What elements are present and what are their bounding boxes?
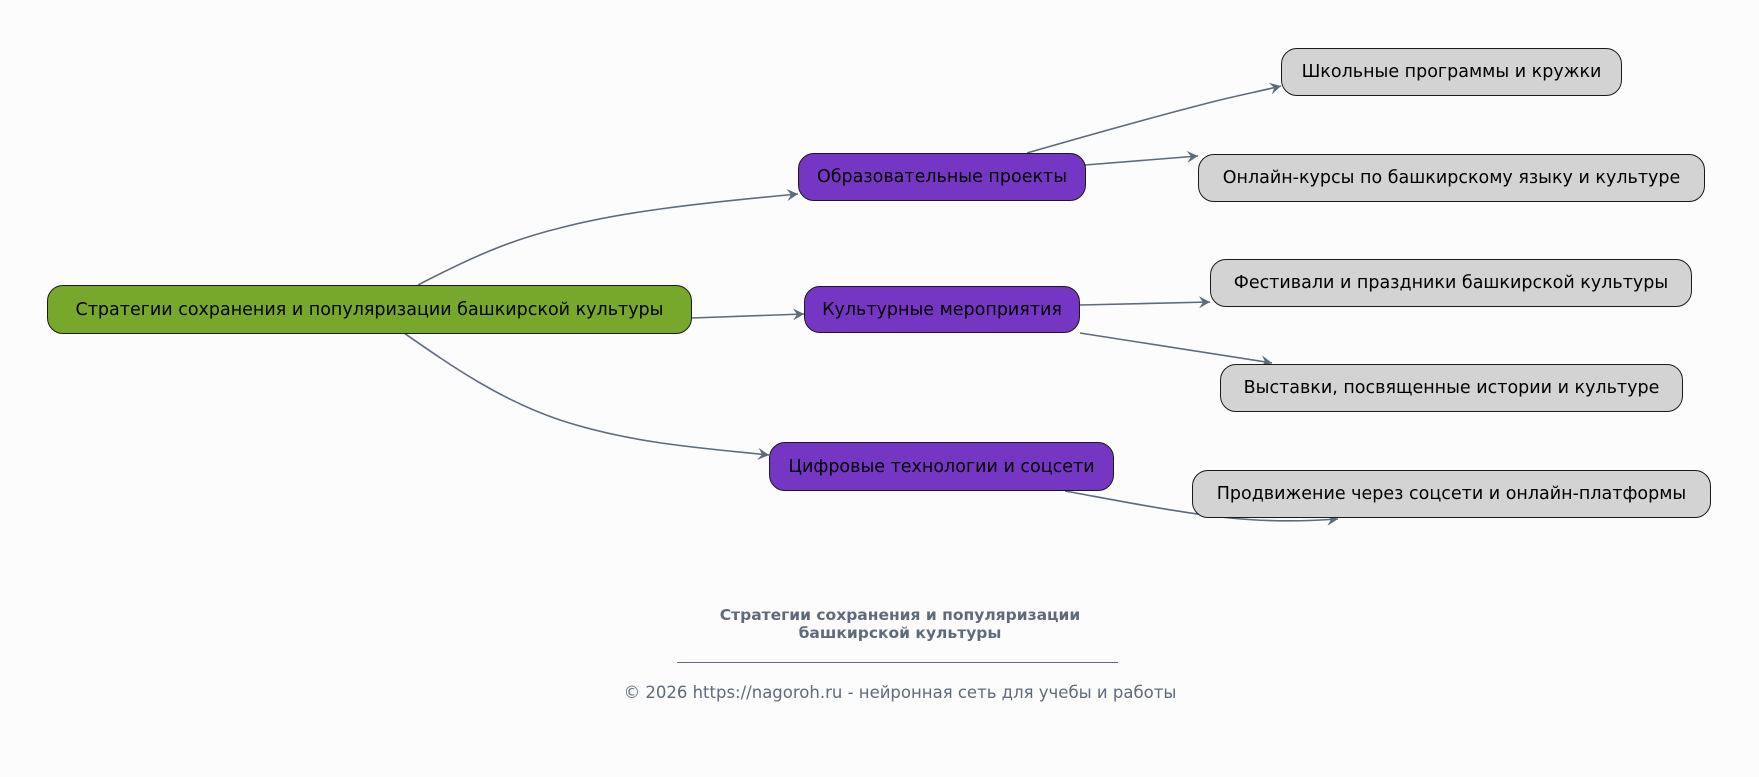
node-cultural-events-label: Культурные мероприятия [822,299,1062,320]
node-exhibitions-label: Выставки, посвященные истории и культуре [1243,378,1660,398]
node-digital-tech-label: Цифровые технологии и соцсети [788,456,1095,477]
node-education-projects-label: Образовательные проекты [816,167,1068,187]
footer-title: Стратегии сохранения и популяризации баш… [600,606,1200,642]
edge-root-culture [691,308,805,321]
node-online-courses[interactable]: Онлайн-курсы по башкирскому языку и куль… [1198,154,1705,202]
edge-root-digital [403,332,770,460]
footer-title-line1: Стратегии сохранения и популяризации [719,606,1081,624]
node-school-programs[interactable]: Школьные программы и кружки [1281,48,1622,96]
edge-culture-festivals [1079,296,1211,309]
footer-divider [677,662,1118,663]
node-root[interactable]: Стратегии сохранения и популяризации баш… [47,285,692,334]
node-cultural-events[interactable]: Культурные мероприятия [804,286,1080,333]
node-social-promotion-label: Продвижение через соцсети и онлайн-платф… [1216,484,1687,504]
node-education-projects[interactable]: Образовательные проекты [798,153,1086,201]
footer-copyright: © 2026 https://nagoroh.ru - нейронная се… [623,683,1177,702]
edge-culture-exhibitions [1079,332,1273,368]
footer-title-line2: башкирской культуры [798,624,1002,642]
node-digital-tech[interactable]: Цифровые технологии и соцсети [769,442,1114,491]
node-festivals[interactable]: Фестивали и праздники башкирской культур… [1210,259,1692,307]
node-festivals-label: Фестивали и праздники башкирской культур… [1233,273,1669,293]
edge-edu-online [1084,150,1199,166]
node-root-label: Стратегии сохранения и популяризации баш… [75,299,664,320]
edge-root-edu [417,189,799,286]
node-exhibitions[interactable]: Выставки, посвященные истории и культуре [1220,364,1683,412]
node-school-programs-label: Школьные программы и кружки [1301,62,1602,82]
node-online-courses-label: Онлайн-курсы по башкирскому языку и куль… [1222,168,1681,188]
edge-edu-school [1026,82,1282,154]
node-social-promotion[interactable]: Продвижение через соцсети и онлайн-платф… [1192,470,1711,518]
